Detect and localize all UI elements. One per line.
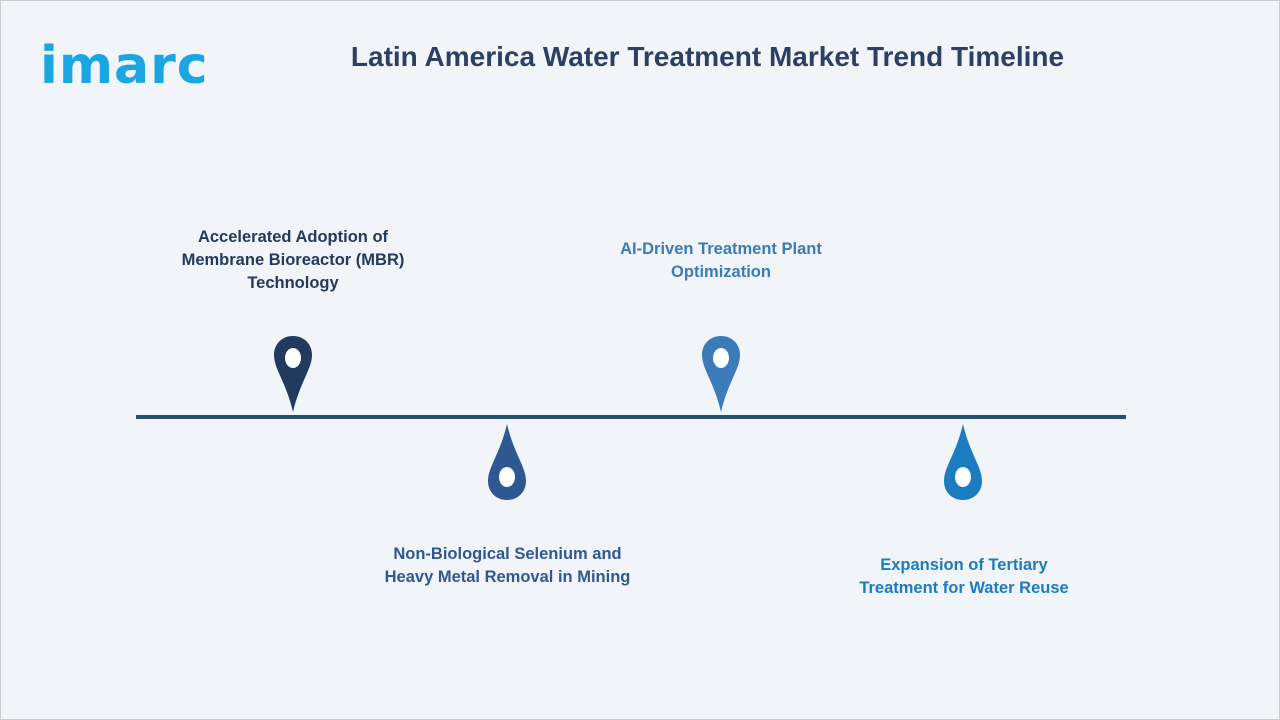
map-pin-icon [274, 336, 312, 412]
page-title: Latin America Water Treatment Market Tre… [350, 41, 1065, 72]
milestone-label-tertiary: Expansion of Tertiary Treatment for Wate… [859, 556, 1069, 597]
water-drop-icon [944, 424, 982, 500]
milestone-label-ai: AI-Driven Treatment Plant Optimization [620, 240, 822, 281]
logo-text: imarc [40, 36, 209, 96]
milestone-label-mbr: Accelerated Adoption of Membrane Bioreac… [181, 228, 405, 292]
map-pin-icon [702, 336, 740, 412]
milestone-label-selenium: Non-Biological Selenium and Heavy Metal … [384, 545, 631, 586]
timeline-axis [136, 415, 1126, 419]
imarc-logo: imarc [20, 16, 210, 96]
water-drop-icon [488, 424, 526, 500]
